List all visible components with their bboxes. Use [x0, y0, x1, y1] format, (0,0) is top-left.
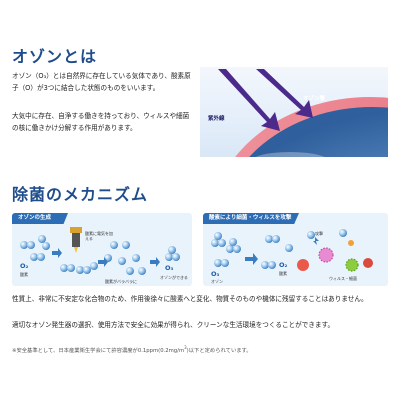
ozone-layer-illustration: 紫外線 オゾン層 [200, 67, 388, 157]
stability-text: 性質上、非常に不安定な化合物のため、作用後徐々に酸素へと変化、物質そのものや機体… [12, 295, 368, 303]
panel-header-generation: オゾンの生成 [12, 213, 68, 224]
o3-sub-label-right: オゾン [211, 279, 223, 284]
uv-arrows [218, 69, 313, 131]
panel-header-attack: 酸素により細菌・ウィルスを攻撃 [203, 213, 299, 224]
safety-standard-note: ※安全基準として、日本産業衛生学会にて許容濃度が0.1ppm(0.2mg/m3)… [12, 345, 252, 354]
note-prefix: ※安全基準として、日本産業衛生学会にて許容濃度が0.1ppm(0.2mg/m [12, 347, 185, 354]
note-sup: 3 [184, 345, 187, 350]
ozone-description: オゾン（O₃）とは自然界に存在している気体であり、酸素原子（O）が3つに結合した… [12, 72, 191, 93]
virus-label: ウィルス・細菌 [329, 276, 357, 281]
o2-molecules [20, 235, 50, 261]
o2-label-right: O₂ [279, 261, 288, 269]
split-label: 酸素がバラバラに [105, 279, 137, 284]
ozone-function-text: 大気中に存在、自浄する働きを持っており、ウィルスや細菌の核に働きかけ分解する作用… [12, 112, 190, 133]
section-title-mechanism: 除菌のメカニズム [12, 185, 149, 204]
virus-icons [297, 240, 373, 272]
voltage-label: 酸素に電気を加える [85, 231, 113, 241]
ozone-layer-label: オゾン層 [303, 96, 326, 102]
o3-sub-label: オゾンができる [160, 275, 188, 280]
o2-label: O₂ [20, 262, 29, 270]
o3-label: O₃ [165, 264, 174, 272]
o3-label-right: O₃ [211, 270, 220, 278]
ozone-generation-panel: オゾンの生成 [12, 213, 192, 286]
uv-label: 紫外線 [208, 116, 225, 122]
o2-sub-label: 酸素 [20, 272, 28, 277]
o2-sub-label-right: 酸素 [279, 271, 287, 276]
attack-label: 攻撃 [315, 231, 323, 236]
note-suffix: )以下と定められています。 [186, 347, 252, 354]
section-title-ozone: オゾンとは [12, 47, 98, 66]
safety-text: 適切なオゾン発生器の選択、使用方法で安全に効果が得られ、クリーンな生活環境をつく… [12, 321, 335, 329]
sterilization-panel: 酸素により細菌・ウィルスを攻撃 O₃ オゾン [203, 213, 388, 286]
